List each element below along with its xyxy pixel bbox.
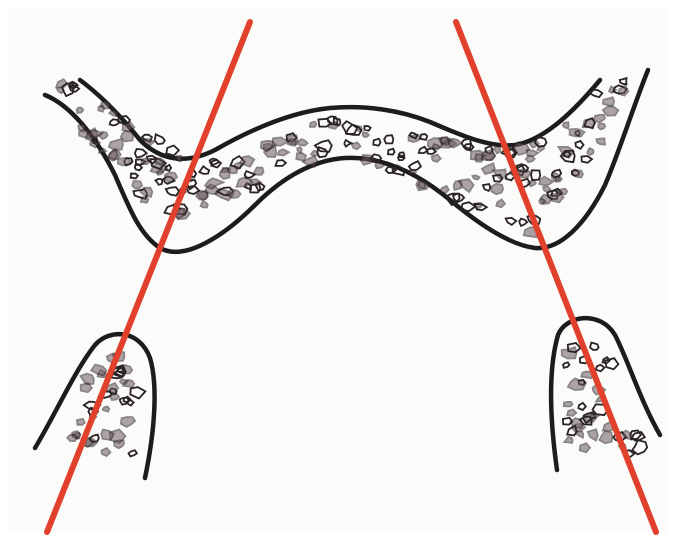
arch-speckle — [572, 170, 583, 177]
right-post-speckle — [591, 414, 598, 418]
arch-speckle — [409, 170, 416, 175]
arch-speckle — [363, 132, 369, 137]
left-post-speckle — [103, 407, 110, 412]
arch-speckle — [558, 189, 567, 195]
left-post-speckle — [67, 435, 77, 442]
arch-speckle — [175, 156, 182, 162]
arch-speckle — [482, 150, 495, 160]
arch-speckle — [596, 138, 605, 144]
arch-speckle — [99, 148, 106, 153]
right-post-speckle — [564, 402, 573, 407]
arch-speckle — [288, 139, 296, 146]
arch-speckle — [491, 184, 503, 194]
arch-speckle — [598, 124, 605, 130]
arch-speckle — [228, 166, 237, 173]
arch-speckle — [121, 131, 133, 142]
arch-speckle — [310, 122, 317, 127]
arch-speckle — [77, 108, 84, 113]
arch-speckle — [432, 155, 441, 162]
arch-speckle — [352, 143, 361, 150]
arch-speckle — [141, 197, 149, 203]
arch-speckle — [250, 179, 261, 185]
left-post-speckle — [77, 419, 85, 425]
arch-speckle — [603, 97, 614, 106]
arch-speckle — [297, 147, 301, 152]
left-post-speckle — [110, 393, 119, 400]
arch-speckle — [528, 181, 536, 186]
arch-speckle — [441, 138, 449, 144]
arch-speckle — [473, 175, 480, 179]
arch-speckle — [570, 129, 585, 136]
left-post-speckle — [123, 380, 134, 387]
arch-speckle — [587, 148, 593, 155]
arch-speckle — [296, 153, 306, 160]
arch-speckle — [98, 106, 104, 112]
right-post-speckle — [580, 443, 590, 452]
arch-speckle — [433, 144, 440, 149]
arch-speckle — [141, 158, 150, 164]
arch-speckle — [100, 132, 108, 139]
arch-speckle — [603, 106, 619, 115]
arch-speckle — [563, 122, 569, 128]
arch-speckle — [526, 156, 535, 162]
arch-speckle — [118, 158, 130, 165]
arch-speckle — [132, 181, 142, 188]
left-post-speckle — [81, 383, 92, 392]
left-post-speckle — [114, 440, 124, 448]
arch-speckle — [418, 182, 425, 188]
right-post-speckle — [567, 410, 576, 416]
